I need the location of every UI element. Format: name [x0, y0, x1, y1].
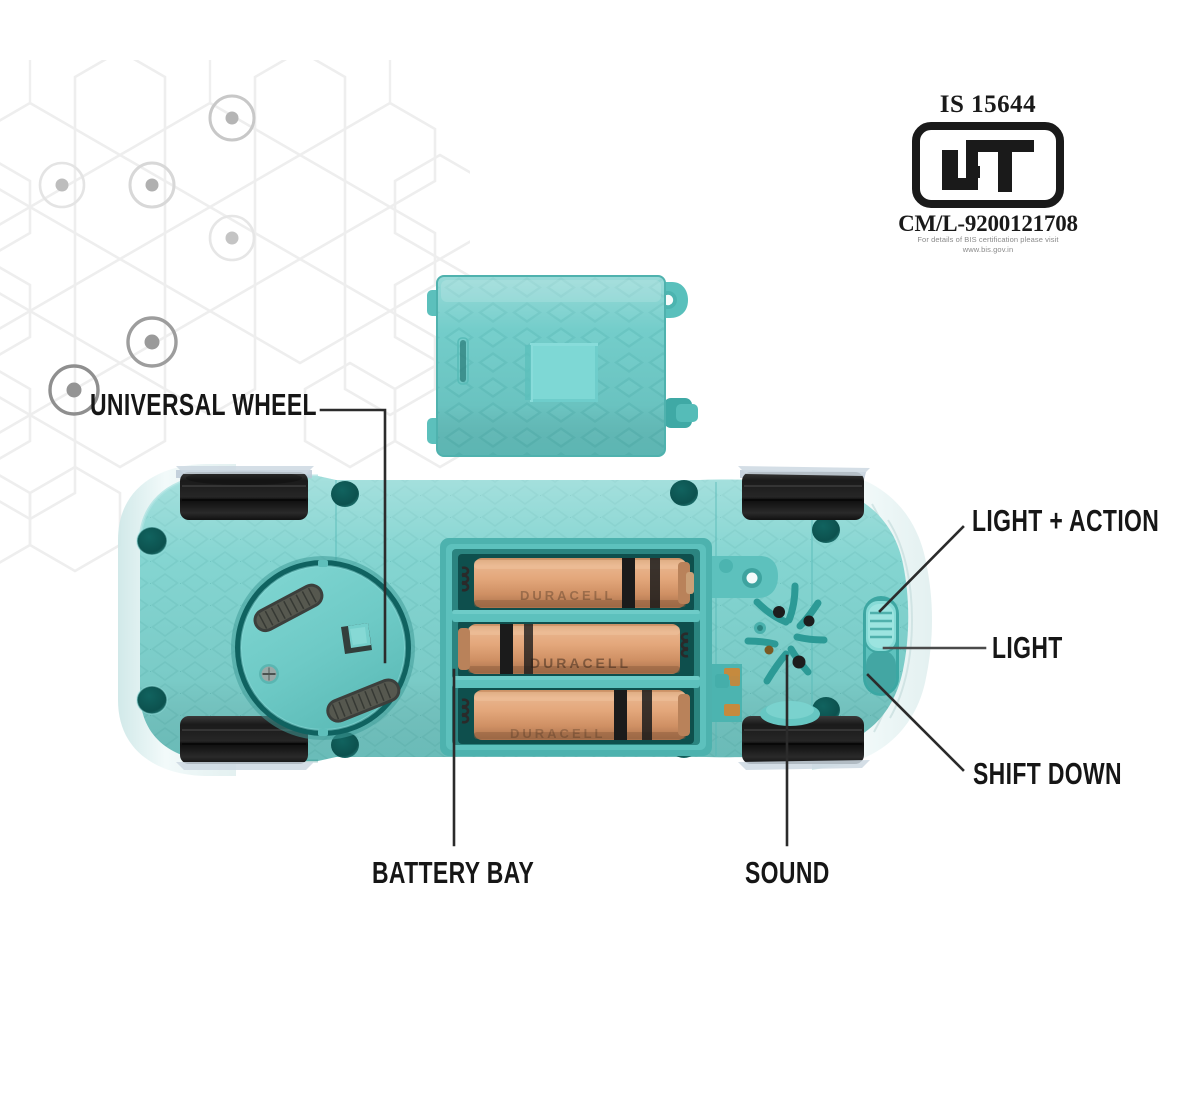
bis-fineprint-line-1: For details of BIS certification please … — [917, 235, 1059, 244]
battery-cover — [427, 275, 698, 457]
bis-standard-number: IS 15644 — [939, 91, 1037, 118]
callout-label-shift-down: SHIFT DOWN — [973, 756, 1122, 791]
battery-cell-3: DURACELL — [458, 686, 694, 744]
universal-wheel-assembly — [231, 556, 415, 740]
wheel-front-right — [738, 466, 870, 520]
callout-label-light: LIGHT — [992, 630, 1063, 665]
speaker-grille-dots — [764, 606, 815, 669]
wheel-front-left — [176, 466, 314, 520]
svg-text:DURACELL: DURACELL — [520, 588, 616, 603]
wheel-rear-right — [738, 701, 870, 770]
svg-text:DURACELL: DURACELL — [530, 655, 631, 671]
callout-label-sound: SOUND — [745, 855, 830, 890]
battery-cell-2: DURACELL — [458, 620, 694, 678]
bis-fineprint-line-2: www.bis.gov.in — [962, 244, 1014, 254]
callout-label-battery-bay: BATTERY BAY — [372, 855, 535, 890]
chassis-misc-details — [715, 559, 740, 688]
bis-certification-mark: IS 15644 CM/L-9200121708 For details of … — [893, 92, 1083, 262]
svg-text:DURACELL: DURACELL — [510, 726, 606, 741]
isi-mark-logo — [912, 122, 1064, 208]
battery-bay: DURACELL DURACELL — [440, 538, 778, 756]
wheel-rear-left — [176, 716, 314, 770]
three-position-slider-switch — [863, 596, 899, 696]
speaker-grille — [744, 582, 828, 685]
callout-label-universal-wheel: UNIVERSAL WHEEL — [90, 387, 317, 422]
bis-license-number: CM/L-9200121708 — [898, 211, 1078, 236]
callout-label-light-action: LIGHT + ACTION — [972, 503, 1160, 538]
battery-cell-1: DURACELL — [458, 554, 694, 612]
